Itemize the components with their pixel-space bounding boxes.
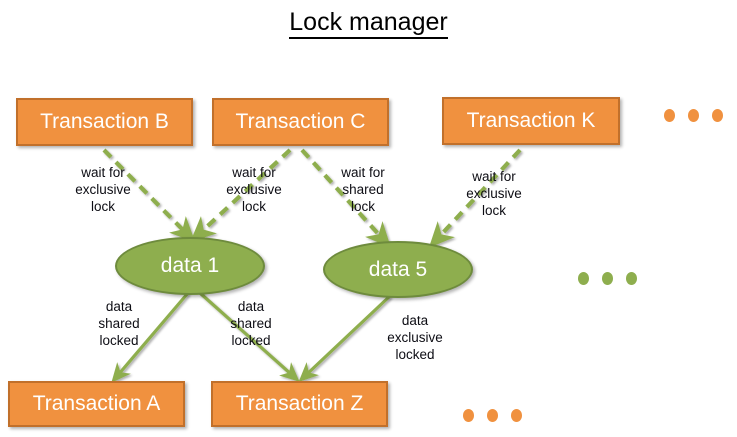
ellipsis-dot (712, 109, 723, 122)
edge-label-data1-to-txa: data shared locked (98, 299, 140, 348)
transaction-box-b-label: Transaction B (40, 110, 169, 133)
transaction-box-k[interactable]: Transaction K (442, 97, 620, 145)
edge-label-c-to-data5: wait for shared lock (341, 165, 385, 214)
transaction-box-z-label: Transaction Z (235, 392, 364, 415)
edge-label-k-to-data5: wait for exclusive lock (466, 169, 522, 218)
page-title-text: Lock manager (289, 8, 448, 39)
ellipsis-dot (664, 109, 675, 122)
ellipsis-transactions-bottom (463, 409, 522, 422)
ellipsis-transactions-top (664, 109, 723, 122)
ellipsis-dot (688, 109, 699, 122)
data-node-data-5[interactable]: data 5 (323, 241, 473, 298)
transaction-box-z[interactable]: Transaction Z (211, 381, 388, 427)
ellipsis-dot (626, 272, 637, 285)
page-title: Lock manager (0, 8, 737, 39)
edge-label-data1-to-txz: data shared locked (230, 299, 272, 348)
edge-label-b-to-data1: wait for exclusive lock (75, 165, 131, 214)
data-node-data-1[interactable]: data 1 (115, 237, 265, 295)
transaction-box-c-label: Transaction C (235, 110, 366, 133)
transaction-box-k-label: Transaction K (466, 109, 596, 132)
data-node-data-1-label: data 1 (160, 254, 220, 277)
ellipsis-dot (487, 409, 498, 422)
edge-label-data5-to-txz: data exclusive locked (387, 313, 443, 362)
ellipsis-dot (578, 272, 589, 285)
ellipsis-data-items (578, 272, 637, 285)
data-node-data-5-label: data 5 (368, 257, 428, 281)
transaction-box-b[interactable]: Transaction B (16, 98, 193, 146)
ellipsis-dot (463, 409, 474, 422)
ellipsis-dot (511, 409, 522, 422)
edge-label-c-to-data1: wait for exclusive lock (226, 165, 282, 214)
ellipsis-dot (602, 272, 613, 285)
transaction-box-a-label: Transaction A (32, 392, 161, 415)
transaction-box-a[interactable]: Transaction A (8, 381, 185, 427)
transaction-box-c[interactable]: Transaction C (212, 98, 389, 146)
